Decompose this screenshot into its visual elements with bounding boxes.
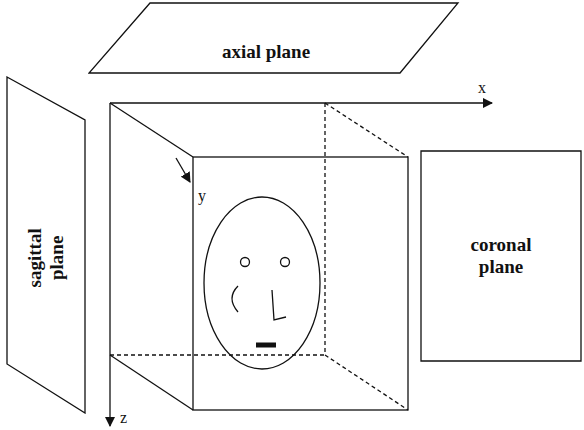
axis-label: x [478,80,486,96]
ear [232,286,238,312]
plane-shape [7,77,85,413]
eye [241,258,250,267]
hidden-edge [325,103,408,157]
mouth [256,343,276,348]
cube-front-face [193,157,408,410]
head-outline [204,197,320,369]
cube-edge [110,103,193,157]
axis-label: z [120,410,127,426]
eye [281,258,290,267]
plane-name: axial plane [166,41,366,63]
nose [272,290,286,320]
coronal-plane: coronal plane [420,150,582,362]
plane-name: coronal plane [456,234,546,278]
plane-shape [89,3,458,73]
x-axis [110,102,492,103]
plane-shape [421,151,581,361]
axis-label: y [198,188,206,204]
axial-plane: axial plane [88,2,460,74]
plane-outline [88,2,460,74]
z-axis [109,103,110,426]
hidden-edge [324,103,325,355]
sagittal-plane: sagittal plane [6,76,86,414]
plane-name: sagittal plane [24,210,68,306]
hidden-edge [325,355,408,410]
cube-edge [110,355,193,410]
y-axis [176,158,190,182]
